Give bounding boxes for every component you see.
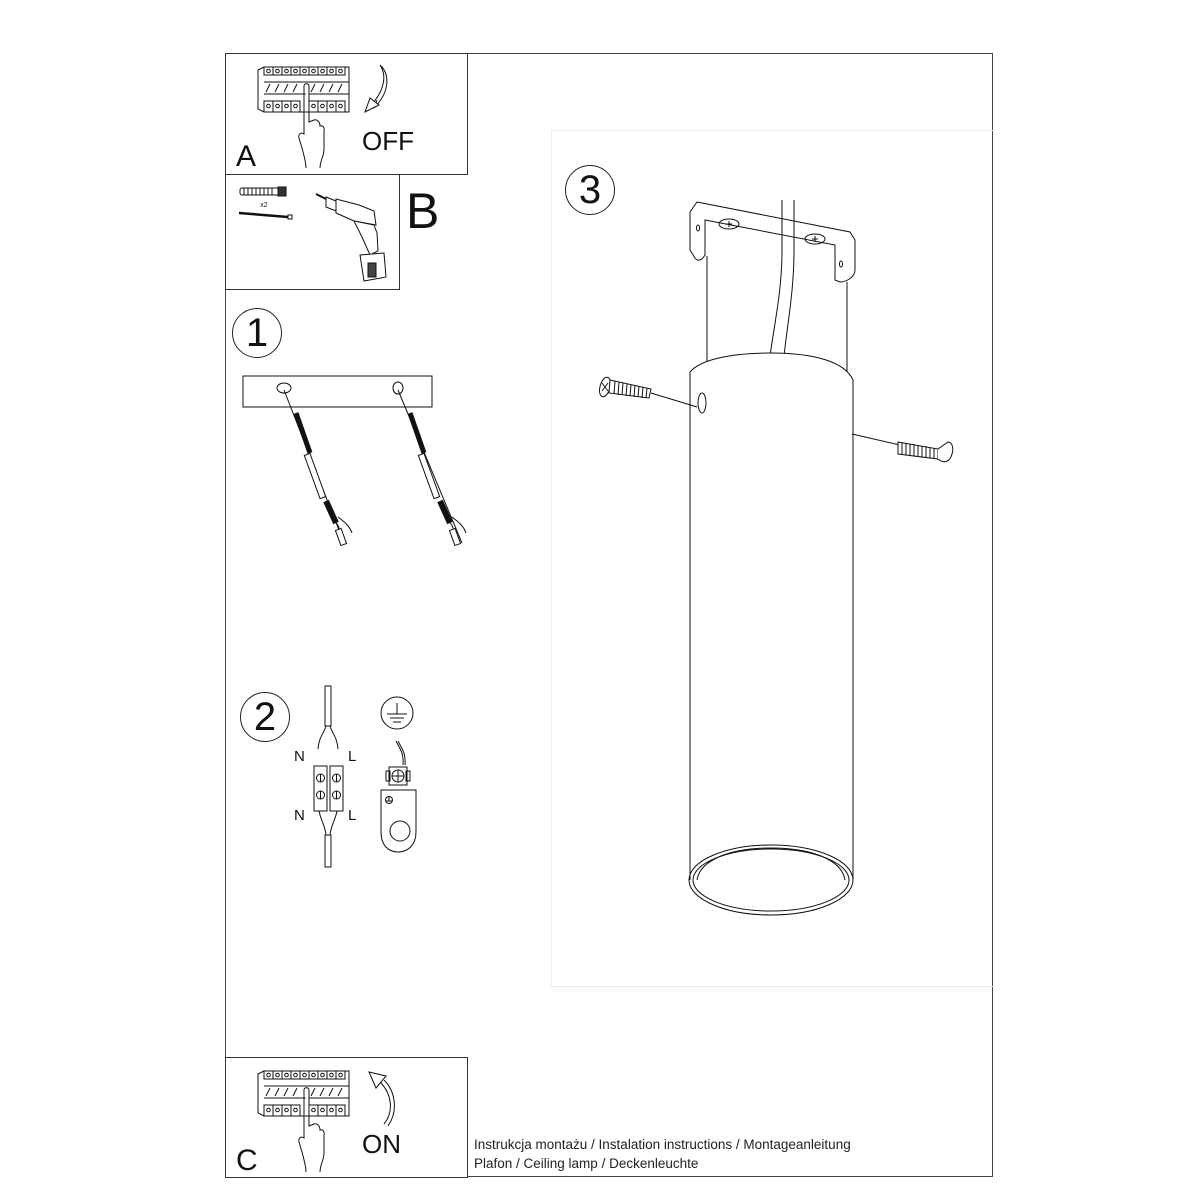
circuit-breaker-hand-icon — [257, 66, 350, 169]
step-3-panel — [551, 130, 993, 987]
footer-caption: Instrukcja montażu / Instalation instruc… — [474, 1135, 851, 1173]
power-drill-icon — [315, 193, 387, 282]
step-1-badge: 1 — [232, 308, 282, 358]
wall-plug-and-screw-icon: x2 — [238, 186, 293, 220]
step-2-badge: 2 — [240, 692, 290, 742]
step-a-label: A — [236, 140, 257, 173]
arrow-up-icon — [368, 1071, 395, 1127]
mounting-plate-screws-icon — [242, 375, 467, 547]
wire-label-n-bottom: N — [294, 807, 305, 824]
footer-line-2: Plafon / Ceiling lamp / Deckenleuchte — [474, 1156, 699, 1171]
footer-line-1: Instrukcja montażu / Instalation instruc… — [474, 1137, 851, 1152]
step-b-label: B — [406, 183, 440, 239]
step-b-panel: x2 — [225, 174, 400, 290]
circuit-breaker-hand-icon — [257, 1070, 350, 1173]
arrow-down-icon — [364, 64, 388, 114]
screw-left-icon — [599, 376, 698, 408]
earth-ground-icon — [380, 696, 417, 853]
svg-text:x2: x2 — [260, 202, 268, 209]
wire-label-l-bottom: L — [348, 807, 357, 824]
cylinder-lamp-assembly-icon — [688, 200, 856, 916]
step-3-badge: 3 — [565, 165, 615, 215]
page-frame — [225, 53, 993, 1177]
step-a-panel: A OFF — [225, 53, 468, 175]
wire-label-n-top: N — [294, 748, 305, 765]
wire-label-l-top: L — [348, 748, 357, 765]
screw-right-icon — [851, 433, 954, 463]
step-c-action: ON — [362, 1129, 401, 1159]
step-a-action: OFF — [362, 126, 414, 156]
terminal-block-wiring-icon — [313, 685, 344, 868]
step-c-label: C — [236, 1144, 258, 1177]
step-c-panel: C ON — [225, 1057, 468, 1178]
